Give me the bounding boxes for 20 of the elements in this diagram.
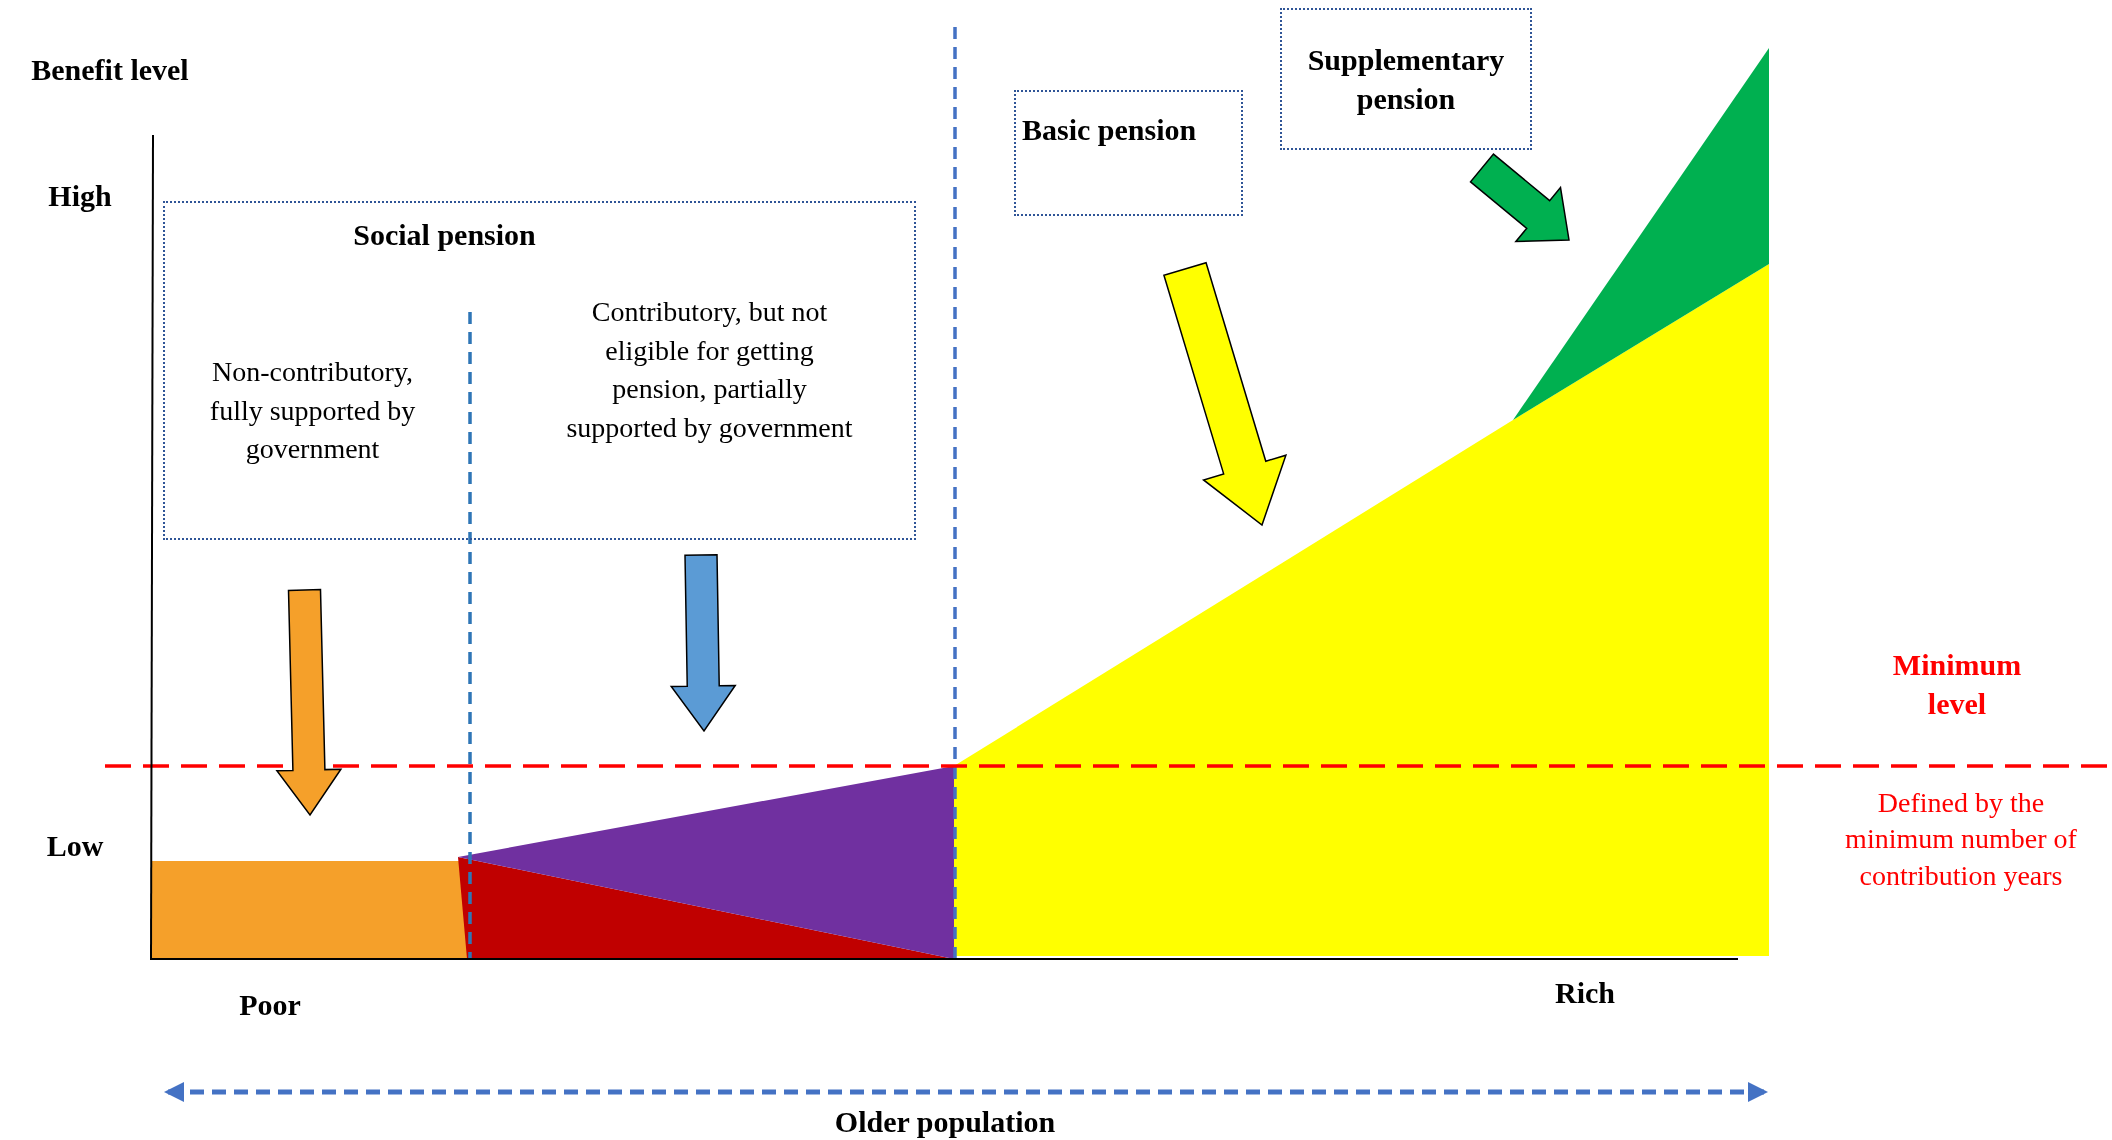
description-text: Contributory, but not eligible for getting pension, partially supported by government	[557, 293, 862, 448]
axis-label: Older population	[833, 1104, 1057, 1140]
axis-label: Low	[45, 828, 105, 864]
box-heading: Social pension	[352, 217, 537, 253]
block-arrow	[275, 588, 343, 817]
axis-label: High	[47, 178, 113, 214]
block-arrow	[1163, 261, 1288, 527]
block-arrow	[1469, 153, 1570, 243]
block-arrow	[669, 553, 737, 733]
note-text: Minimum level	[1891, 647, 2023, 722]
axis-label: Benefit level	[30, 52, 190, 88]
box-heading: Basic pension	[1021, 112, 1198, 148]
dotted-box	[163, 201, 916, 540]
note-text: Defined by the minimum number of contribution years	[1844, 786, 2078, 893]
axis-label: Poor	[238, 987, 302, 1023]
axis-label: Rich	[1554, 975, 1616, 1011]
dotted-box	[1014, 90, 1243, 216]
description-text: Non-contributory, fully supported by government	[185, 353, 440, 469]
dotted-box	[1280, 8, 1532, 150]
box-heading: Supplementary pension	[1306, 42, 1506, 117]
